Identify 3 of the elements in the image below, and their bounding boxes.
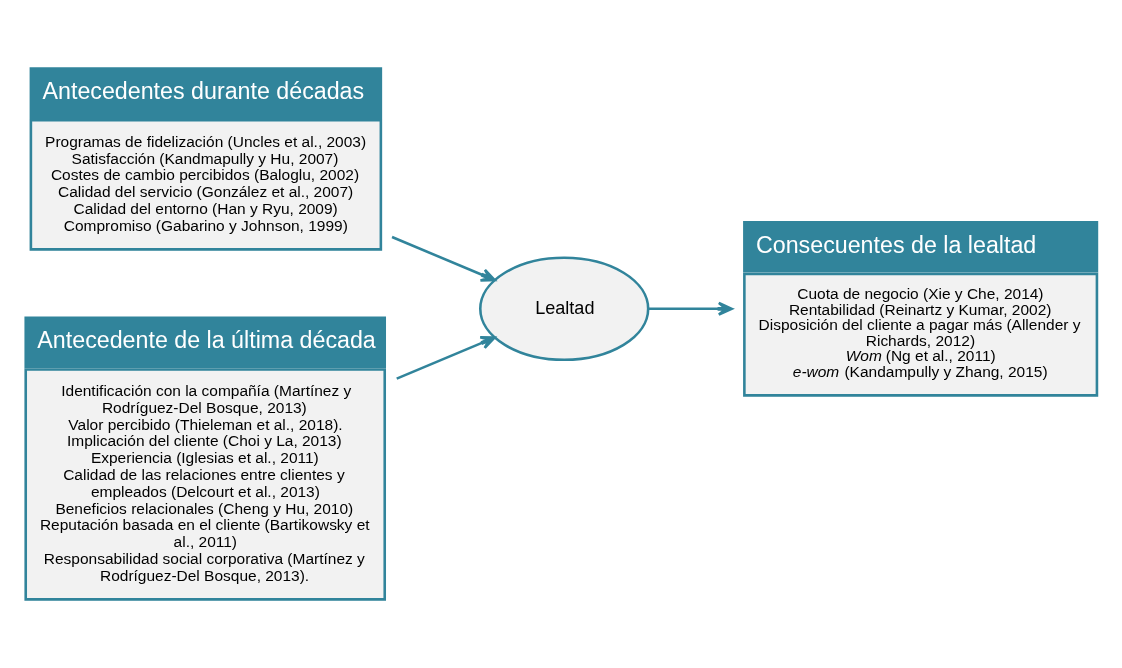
arrow	[396, 335, 496, 380]
arrow	[391, 235, 496, 282]
arrow	[648, 301, 734, 316]
